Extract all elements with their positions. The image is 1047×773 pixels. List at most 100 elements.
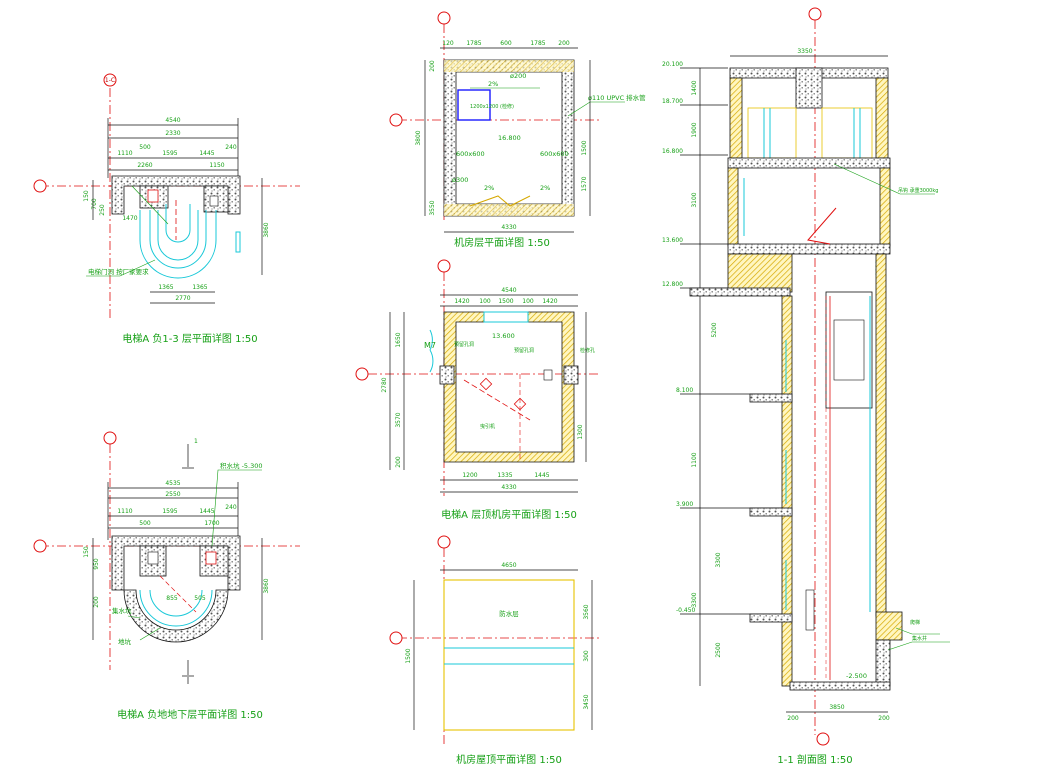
level-6: 8.100 xyxy=(676,387,693,394)
plan-hoist: 4540 1420 100 1500 100 1420 M7 13.600 预留… xyxy=(355,259,600,521)
caption-machine-room: 机房层平面详图 1:50 xyxy=(454,236,550,249)
dim-bot-a: 1110 xyxy=(117,508,132,515)
mr-pipe-note: ø110 UPVC 排水管 xyxy=(588,93,646,102)
dim-bot-b: 500 xyxy=(139,520,151,527)
dim-top-bot3: 2770 xyxy=(175,295,190,302)
mr-slope-1: 2% xyxy=(488,80,498,88)
dim-top-g: 1150 xyxy=(209,162,224,169)
dim-sec-h2: 1900 xyxy=(691,122,698,137)
plan-top: 1-C 4540 2330 1110 500 1595 1445 240 226… xyxy=(33,73,300,345)
dim-top-f: 2260 xyxy=(137,162,152,169)
dim-rf-total: 4650 xyxy=(501,562,516,569)
dim-hp-bot1: 1200 xyxy=(462,472,477,479)
caption-hoist-plan: 电梯A 层顶机房平面详图 1:50 xyxy=(441,508,577,521)
dim-mr-d1: 200 xyxy=(429,60,436,72)
dim-top-b: 500 xyxy=(139,144,151,151)
dim-bot-total: 4535 xyxy=(165,480,180,487)
dim-bot-c: 1595 xyxy=(162,508,177,515)
caption-section: 1-1 剖面图 1:50 xyxy=(777,753,852,766)
dim-hp-right1: 1300 xyxy=(577,424,584,439)
dim-mr-d2: 3550 xyxy=(429,200,436,215)
dim-mr-right2: 1570 xyxy=(581,176,588,191)
level-5: 12.800 xyxy=(662,281,683,288)
dim-bot-left3: 200 xyxy=(93,596,100,608)
dim-hp-total: 4540 xyxy=(501,287,516,294)
dim-top-left1: 150 xyxy=(83,190,90,202)
dim-sec-h5: 5200 xyxy=(711,322,718,337)
hp-note-3: 检修孔 xyxy=(580,347,595,354)
dim-top-e: 240 xyxy=(225,144,237,151)
dim-bot-g: 855 xyxy=(166,595,178,602)
dim-sec-h1: 1400 xyxy=(691,80,698,95)
level-1: 20.100 xyxy=(662,61,683,68)
caption-plan-bottom: 电梯A 负地地下层平面详图 1:50 xyxy=(117,708,263,721)
dim-hp-e: 1420 xyxy=(542,298,557,305)
dim-top-bot2: 1365 xyxy=(192,284,207,291)
bot-note-1: 集水坑 xyxy=(112,606,132,615)
dim-sec-top: 3350 xyxy=(797,48,812,55)
dim-hp-bot4: 4330 xyxy=(501,484,516,491)
dim-mr-top-d: 1785 xyxy=(530,40,545,47)
dim-top-h: 1470 xyxy=(122,215,137,222)
dim-bot-left2: 950 xyxy=(93,558,100,570)
dim-hp-bot2: 1335 xyxy=(497,472,512,479)
dim-mr-top-c: 600 xyxy=(500,40,512,47)
dim-top-d: 1445 xyxy=(199,150,214,157)
mr-slope-2: 2% xyxy=(484,184,494,192)
level-4: 13.600 xyxy=(662,237,683,244)
sec-pit-level: -2.500 xyxy=(846,672,867,680)
dim-sec-h6: 1100 xyxy=(691,452,698,467)
mr-d200: ø200 xyxy=(510,72,526,80)
top-plan-note: 电梯门洞 按厂家要求 xyxy=(88,267,149,276)
mr-hook-right: 600x600 xyxy=(540,150,569,158)
dim-top-inner: 2330 xyxy=(165,130,180,137)
dim-sec-b1: 200 xyxy=(787,715,799,722)
dim-hp-left3: 3570 xyxy=(395,412,402,427)
hp-note-4: 曳引机 xyxy=(480,423,495,430)
hp-note-1: 预留孔洞 xyxy=(454,341,474,348)
caption-roof-plan: 机房屋顶平面详图 1:50 xyxy=(456,753,562,766)
dim-top-total: 4540 xyxy=(165,117,180,124)
dim-bot-inner: 2550 xyxy=(165,491,180,498)
level-3: 16.800 xyxy=(662,148,683,155)
dim-mr-top-a: 120 xyxy=(442,40,454,47)
dim-top-bot1: 1365 xyxy=(158,284,173,291)
dim-sec-b2: 200 xyxy=(878,715,890,722)
sec-note-ladder: 爬梯 xyxy=(910,619,920,626)
dim-hp-a: 1420 xyxy=(454,298,469,305)
dim-sec-h8: 2500 xyxy=(715,642,722,657)
level-2: 18.700 xyxy=(662,98,683,105)
section-1-1: 3350 20.100 18.700 16.800 13.600 12.800 … xyxy=(662,7,950,766)
level-8: -0.450 xyxy=(676,607,696,614)
dim-mr-bot: 4330 xyxy=(501,224,516,231)
dim-sec-h7: 3300 xyxy=(715,552,722,567)
hp-level: 13.600 xyxy=(492,332,515,340)
plan-bottom: 1 4535 2550 1110 500 1595 1445 240 1700 … xyxy=(33,431,300,721)
dim-hp-left2: 1650 xyxy=(395,332,402,347)
dim-mr-right1: 1500 xyxy=(581,140,588,155)
dim-sec-h3: 3100 xyxy=(691,192,698,207)
dim-hp-b: 100 xyxy=(479,298,491,305)
dim-bot-d: 1445 xyxy=(199,508,214,515)
mr-slope-3: 2% xyxy=(540,184,550,192)
axis-bubble-label: 1-C xyxy=(105,77,115,84)
dim-top-left2: 700 xyxy=(91,198,98,210)
roof-center-note: 防水层 xyxy=(499,609,519,618)
dim-bot-right1: 3860 xyxy=(263,578,270,593)
mr-level: 16.800 xyxy=(498,134,521,142)
dim-hp-d: 100 xyxy=(522,298,534,305)
plan-roof: 4650 3560 300 3450 1500 防水层 机房屋顶平面详图 1:5… xyxy=(389,535,600,766)
dim-top-left3: 250 xyxy=(99,204,106,216)
bot-note-3: 地坑 xyxy=(118,637,132,646)
plan-machine-room: 120 1785 600 1785 200 1200x1200 (检修) 2% … xyxy=(389,11,646,249)
dim-sec-bot: 3850 xyxy=(829,704,844,711)
hp-note-2: 预留孔洞 xyxy=(514,347,534,354)
dim-bot-f: 1700 xyxy=(204,520,219,527)
mr-d300: ø300 xyxy=(452,176,468,184)
dim-mr-top-b: 1785 xyxy=(466,40,481,47)
sec-note-sump: 集水井 xyxy=(912,635,927,642)
dim-hp-bot3: 1445 xyxy=(534,472,549,479)
dim-rf-left: 1500 xyxy=(405,648,412,663)
dim-sec-h9: 3300 xyxy=(691,592,698,607)
dim-rf-right2: 300 xyxy=(583,650,590,662)
